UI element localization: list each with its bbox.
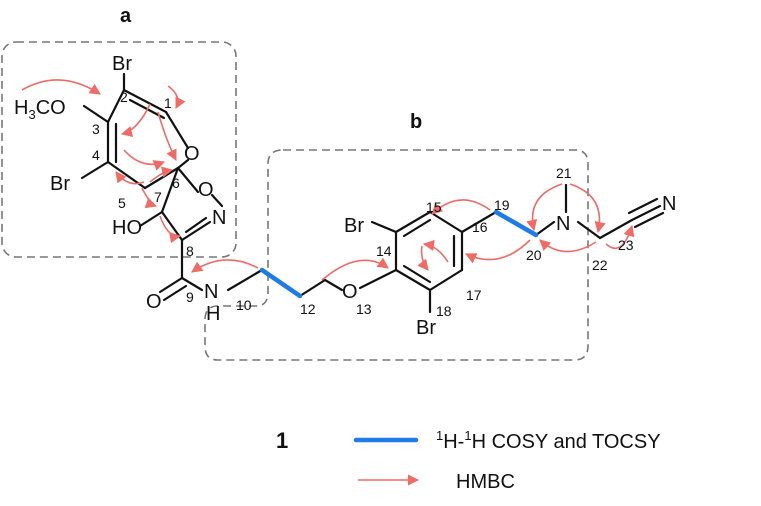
svg-text:7: 7 bbox=[154, 189, 162, 205]
svg-text:20: 20 bbox=[526, 247, 542, 263]
svg-text:6: 6 bbox=[172, 175, 180, 191]
atom-ho: HO bbox=[112, 217, 142, 239]
fragment-a-label: a bbox=[120, 5, 132, 27]
svg-text:5: 5 bbox=[118, 195, 126, 211]
legend-hmbc-label: HMBC bbox=[456, 471, 515, 493]
atom-n-isoxazoline: N bbox=[212, 207, 226, 229]
atom-n-amine: N bbox=[556, 213, 570, 235]
svg-text:17: 17 bbox=[466, 287, 482, 303]
atom-nh-n: N bbox=[204, 281, 218, 303]
fragment-a-box bbox=[1, 41, 237, 258]
svg-text:9: 9 bbox=[186, 289, 194, 305]
svg-text:2: 2 bbox=[120, 89, 128, 105]
fragment-b-box bbox=[204, 149, 589, 361]
atom-o-ring: O bbox=[184, 143, 200, 165]
svg-text:10: 10 bbox=[236, 297, 252, 313]
atom-nh-h: H bbox=[206, 303, 220, 325]
atom-br-4: Br bbox=[50, 173, 70, 195]
hmbc-correlations bbox=[21, 79, 635, 281]
svg-text:8: 8 bbox=[186, 243, 194, 259]
svg-text:12: 12 bbox=[300, 301, 316, 317]
svg-text:1: 1 bbox=[164, 95, 172, 111]
atom-br-18: Br bbox=[416, 317, 436, 339]
svg-text:22: 22 bbox=[592, 257, 608, 273]
svg-text:4: 4 bbox=[92, 147, 100, 163]
svg-text:14: 14 bbox=[376, 243, 392, 259]
atom-br-2: Br bbox=[112, 53, 132, 75]
legend-cosy-label: 1H-1H COSY and TOCSY bbox=[436, 428, 661, 453]
svg-text:19: 19 bbox=[494, 197, 510, 213]
atom-h3c: H3CO bbox=[14, 97, 66, 122]
svg-text:13: 13 bbox=[356, 301, 372, 317]
svg-text:23: 23 bbox=[618, 237, 634, 253]
svg-text:15: 15 bbox=[426, 199, 442, 215]
fragment-b-label: b bbox=[410, 111, 422, 133]
atom-o-isoxazoline: O bbox=[198, 179, 214, 201]
svg-text:3: 3 bbox=[92, 121, 100, 137]
atom-o-carbonyl: O bbox=[146, 291, 162, 313]
cosy-correlations bbox=[259, 209, 539, 299]
svg-text:16: 16 bbox=[472, 219, 488, 235]
compound-label: 1 bbox=[276, 428, 288, 453]
atom-n-nitrile: N bbox=[662, 193, 676, 215]
atom-numbers: 1 2 3 4 5 6 7 8 9 10 12 13 14 15 16 17 1… bbox=[92, 89, 634, 319]
atom-o-ether: O bbox=[342, 281, 358, 303]
atom-labels: Br H3CO Br O O N HO O N H O Br Br N N bbox=[14, 53, 676, 339]
atom-br-14: Br bbox=[344, 215, 364, 237]
svg-text:21: 21 bbox=[556, 165, 572, 181]
legend: 1H-1H COSY and TOCSY HMBC bbox=[353, 428, 661, 493]
bonds bbox=[80, 72, 665, 314]
svg-text:18: 18 bbox=[436, 303, 452, 319]
